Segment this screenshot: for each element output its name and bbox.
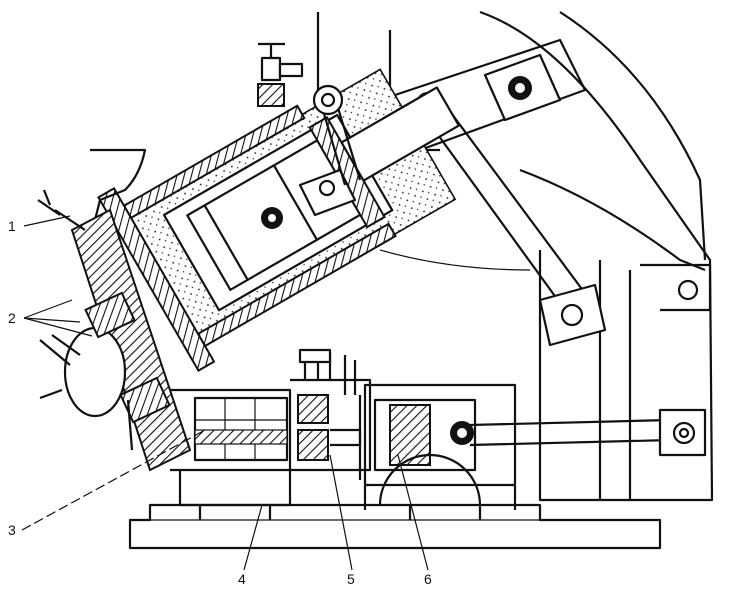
leader-lines xyxy=(21,215,429,571)
base-plate xyxy=(128,503,662,550)
cylinder-head-valves xyxy=(37,148,192,472)
machine-frame xyxy=(316,10,714,502)
label-4: 4 xyxy=(238,571,246,587)
lower-cylinder-liner xyxy=(170,388,292,507)
lower-connecting-rod xyxy=(469,408,707,457)
cylinder-block xyxy=(97,68,460,372)
label-6: 6 xyxy=(424,571,432,587)
label-5: 5 xyxy=(347,571,355,587)
label-2: 2 xyxy=(8,310,16,326)
top-valve xyxy=(257,42,304,107)
label-3: 3 xyxy=(8,522,16,538)
horizontal-cylinder xyxy=(358,383,517,510)
upper-connecting-rod xyxy=(418,96,607,347)
intermediate-valve-gear xyxy=(290,348,372,472)
label-1: 1 xyxy=(8,218,16,234)
